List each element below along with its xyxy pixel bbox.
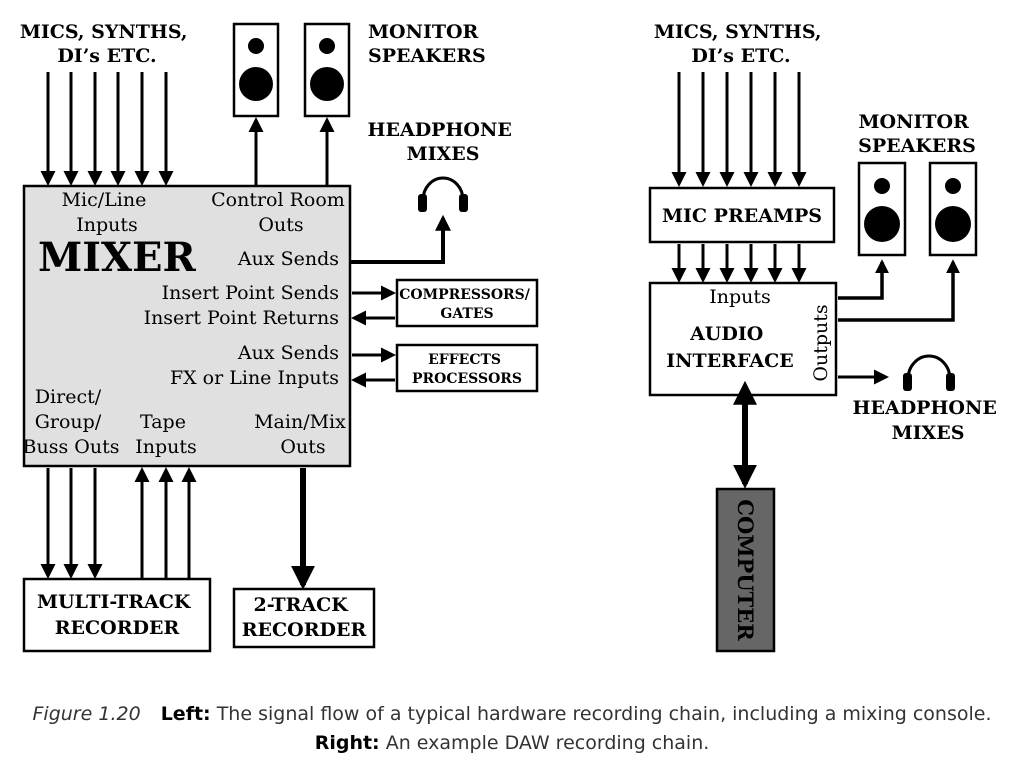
compressors-label: COMPRESSORS/ GATES (399, 287, 535, 322)
right-source-arrows (671, 72, 807, 187)
audio-interface-box (648, 281, 838, 397)
aux-sends-label: Aux Sends (237, 248, 339, 270)
right-monitor-speaker-icon (857, 161, 907, 257)
insert-arrows (351, 285, 396, 326)
mixer-box (22, 184, 352, 468)
computer-box (715, 487, 776, 653)
audio-interface-label: AUDIO INTERFACE (666, 323, 793, 372)
fx-line-inputs-label: FX or Line Inputs (170, 367, 339, 389)
right-sources-label: MICS, SYNTHS, DI’s ETC. (654, 21, 828, 67)
control-room-outs-label: Control Room Outs (211, 189, 351, 236)
left-headphone-label: HEADPHONE MIXES (368, 119, 519, 165)
interface-outputs-label: Outputs (810, 304, 832, 381)
interface-inputs-label: Inputs (709, 286, 771, 308)
effects-box (395, 343, 539, 393)
insert-point-sends-label: Insert Point Sends (162, 282, 339, 304)
left-headphone-icon (418, 176, 468, 212)
caption-left-text: The signal flow of a typical hardware re… (216, 703, 992, 725)
left-diagram: MICS, SYNTHS, DI’s ETC. MONITOR SPEAKERS (20, 21, 539, 653)
aux-sends-fx-label: Aux Sends (237, 342, 339, 364)
compressors-box (395, 278, 539, 328)
direct-group-buss-outs-label: Direct/ Group/ Buss Outs (23, 386, 120, 458)
right-diagram: MICS, SYNTHS, DI’s ETC. MIC PREAMPS Inpu… (648, 21, 1004, 653)
left-source-arrows (40, 72, 174, 186)
right-headphone-icon (903, 354, 955, 391)
effects-label: EFFECTS PROCESSORS (412, 352, 522, 387)
left-sources-label: MICS, SYNTHS, DI’s ETC. (20, 21, 194, 67)
twotrack-label: 2-TRACK RECORDER (242, 594, 367, 641)
left-monitor-label: MONITOR SPEAKERS (368, 21, 486, 67)
mic-preamps-box (648, 186, 836, 244)
tape-input-arrows (134, 467, 197, 578)
mixer-title: MIXER (38, 234, 197, 281)
aux-to-headphone-arrow (348, 214, 451, 264)
right-monitor-speaker-icon (928, 161, 978, 257)
output-to-monitor-arrows (838, 259, 960, 322)
multitrack-recorder-box (22, 577, 212, 653)
left-monitor-speaker-icon (303, 22, 351, 118)
tape-inputs-label: Tape Inputs (135, 411, 197, 458)
caption-right-text: An example DAW recording chain. (385, 732, 710, 754)
effects-arrows (351, 347, 396, 388)
twotrack-recorder-box (232, 587, 376, 649)
signal-flow-diagram: MICS, SYNTHS, DI’s ETC. MONITOR SPEAKERS (20, 21, 1004, 653)
right-monitor-label: MONITOR SPEAKERS (858, 111, 976, 157)
direct-out-arrows (40, 468, 103, 579)
caption-right-bold: Right: (314, 732, 380, 754)
caption-left-bold: Left: (160, 703, 211, 725)
main-mix-outs-label: Main/Mix Outs (254, 411, 352, 458)
computer-label: COMPUTER (733, 499, 758, 641)
mic-line-inputs-label: Mic/Line Inputs (62, 189, 153, 236)
left-monitor-speaker-icon (232, 22, 280, 118)
figure-number: Figure 1.20 (32, 703, 141, 725)
control-room-arrows (248, 117, 335, 185)
insert-point-returns-label: Insert Point Returns (144, 307, 339, 329)
multitrack-label: MULTI-TRACK RECORDER (37, 591, 197, 639)
preamp-to-interface-arrows (671, 244, 807, 283)
figure-caption: Figure 1.20 Left: The signal flow of a t… (20, 700, 1004, 758)
right-headphone-label: HEADPHONE MIXES (853, 397, 1004, 444)
mic-preamps-label: MIC PREAMPS (662, 205, 822, 227)
